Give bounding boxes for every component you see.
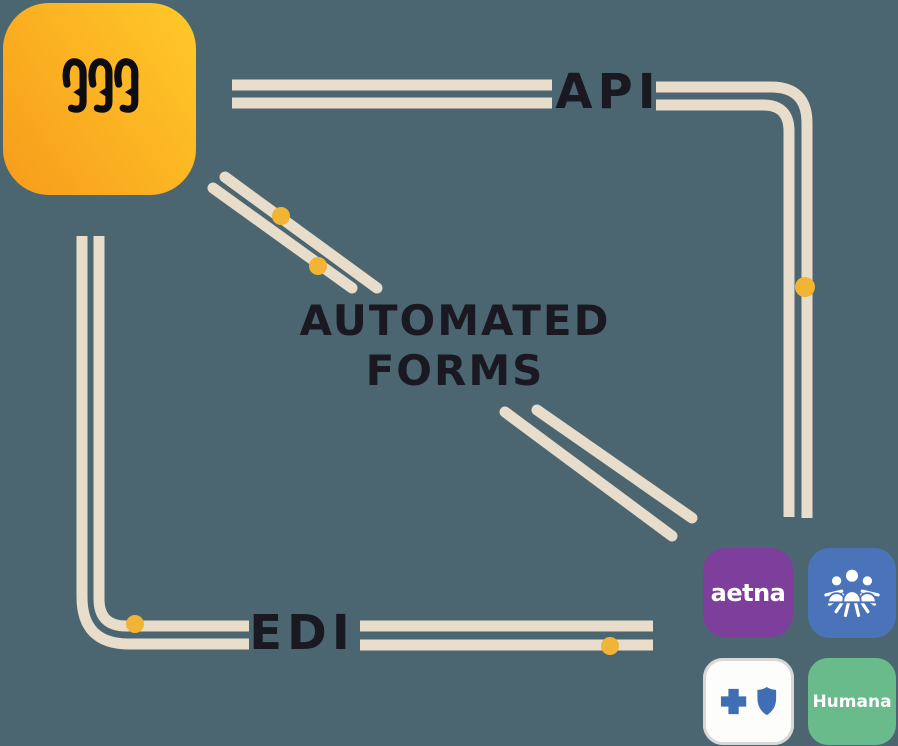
- blue-cross-blue-shield-logo-icon: [720, 686, 776, 715]
- brand-logo-tile: [3, 3, 196, 195]
- payer-tile-kaiser-permanente: [808, 548, 896, 638]
- forms-diagonal-lower-1: [207, 182, 358, 294]
- payer-tile-humana: Humana: [808, 658, 896, 745]
- data-packet-dot: [272, 207, 290, 225]
- data-packet-dot: [126, 615, 144, 633]
- automated-forms-connection-label: AUTOMATED FORMS: [280, 296, 630, 395]
- forms-diagonal-upper-1: [219, 171, 383, 294]
- edi-line-outer-curve: [76, 236, 249, 650]
- payer-tile-aetna: aetna: [703, 548, 793, 637]
- payer-tile-blue-cross-blue-shield: [703, 658, 794, 745]
- forms-diagonal-lower-2: [499, 406, 678, 542]
- automated-forms-label-line2: FORMS: [365, 345, 545, 395]
- forms-diagonal-upper-2: [531, 404, 698, 524]
- triple-squiggle-logo-icon: [59, 55, 141, 115]
- kaiser-permanente-logo-icon: [824, 567, 880, 617]
- data-packet-dot: [309, 257, 327, 275]
- api-line-outer-curve: [656, 81, 813, 518]
- data-packet-dot: [795, 277, 815, 297]
- data-packet-dot: [601, 637, 619, 655]
- aetna-logo-text: aetna: [710, 578, 786, 607]
- edi-line-inner-curve: [93, 236, 249, 632]
- edi-connection-label: EDI: [249, 605, 355, 661]
- humana-logo-text: Humana: [812, 691, 892, 712]
- automated-forms-label-line1: AUTOMATED: [299, 296, 611, 345]
- api-connection-label: API: [555, 64, 661, 120]
- api-line-inner-curve: [656, 99, 795, 517]
